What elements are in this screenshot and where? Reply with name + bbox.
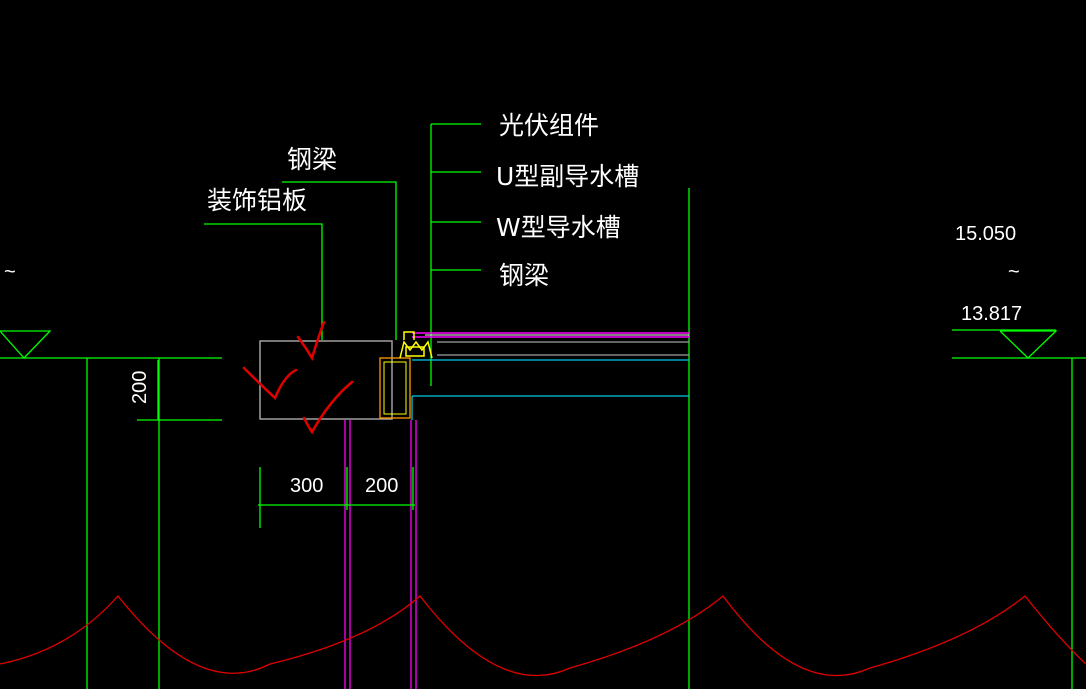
leader-lines — [204, 123, 481, 386]
magenta-columns — [344, 420, 417, 689]
elevation-marker-left — [0, 330, 52, 359]
leader-steel-beam-top — [282, 181, 397, 340]
dimension-width-200: 200 — [365, 475, 398, 497]
label-u-gutter: U型副导水槽 — [496, 162, 639, 191]
dimension-height-200: 200 — [129, 371, 151, 404]
leader-decor-panel — [204, 223, 323, 340]
wave-mark-right: ~ — [1008, 261, 1020, 283]
label-w-gutter: W型导水槽 — [496, 213, 621, 242]
dimension-width-300: 300 — [290, 475, 323, 497]
label-pv-module: 光伏组件 — [499, 111, 599, 140]
steel-beam-section — [379, 357, 411, 419]
pv-module-assembly — [411, 332, 689, 420]
u-gutter-profile — [403, 331, 415, 340]
elevation-lower: 13.817 — [961, 303, 1022, 325]
red-wave-arcs — [0, 594, 1086, 677]
dimension-lines — [157, 360, 415, 528]
label-steel-beam-top: 钢梁 — [287, 145, 337, 174]
elevation-marker-right — [999, 330, 1058, 359]
level-lines — [0, 329, 1086, 421]
structural-verticals — [86, 188, 1073, 689]
red-check-marks — [242, 320, 354, 435]
w-gutter-profile — [399, 340, 433, 359]
wave-mark-left: ~ — [4, 261, 16, 283]
label-steel-beam-right: 钢梁 — [499, 261, 549, 290]
gutter-profiles — [399, 331, 433, 359]
decor-aluminum-panel — [259, 340, 393, 420]
elevation-upper: 15.050 — [955, 223, 1016, 245]
steel-beam-section-inner — [383, 361, 407, 415]
label-decor-panel: 装饰铝板 — [207, 186, 307, 215]
